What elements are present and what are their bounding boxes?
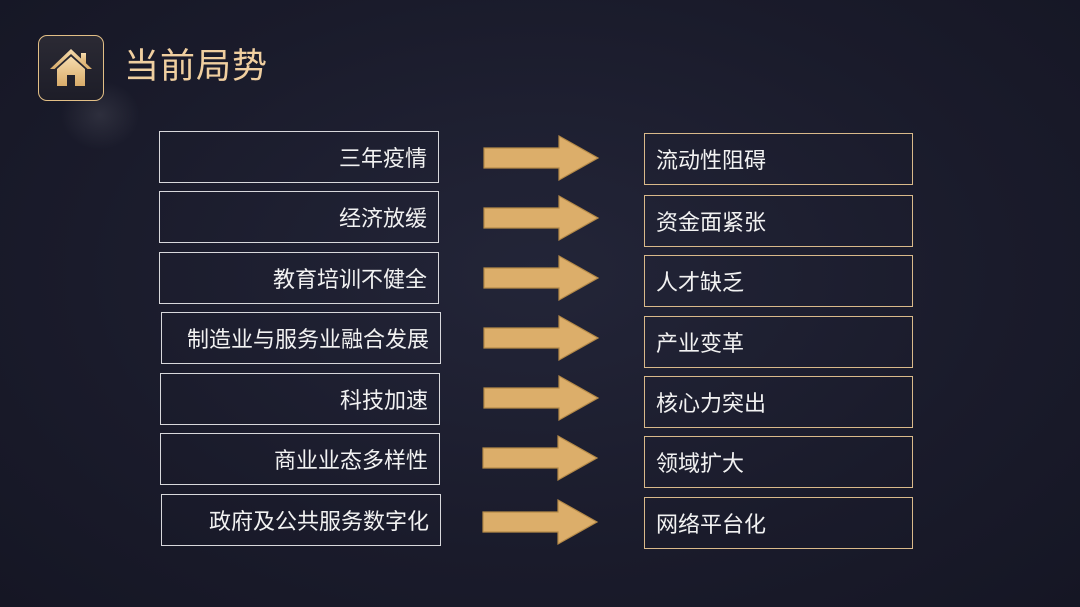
cause-label: 经济放缓 [338,207,427,232]
arrow-right-icon [483,254,600,302]
cause-box: 科技加速 [160,373,440,425]
effect-box: 流动性阻碍 [644,133,913,185]
arrow-right-icon [483,374,600,422]
cause-box: 三年疫情 [159,131,439,183]
effect-label: 资金面紧张 [656,211,767,236]
arrow-right-icon [483,134,600,182]
arrow-right-icon [483,314,600,362]
cause-label: 教育培训不健全 [272,268,427,293]
cause-label: 制造业与服务业融合发展 [186,328,429,353]
effect-box: 网络平台化 [644,497,913,549]
cause-box: 商业业态多样性 [160,433,440,485]
cause-box: 经济放缓 [159,191,439,243]
effect-box: 核心力突出 [644,376,913,428]
effect-label: 领域扩大 [656,452,745,477]
arrow-right-icon [483,194,600,242]
effect-box: 资金面紧张 [644,195,913,247]
home-icon [50,49,92,86]
effect-label: 网络平台化 [656,513,767,538]
cause-label: 科技加速 [339,389,428,414]
effect-box: 人才缺乏 [644,255,913,307]
cause-box: 制造业与服务业融合发展 [161,312,441,364]
effect-box: 产业变革 [644,316,913,368]
effect-label: 人才缺乏 [656,271,745,296]
arrow-right-icon [482,498,599,546]
cause-label: 三年疫情 [338,147,427,172]
effect-label: 流动性阻碍 [656,149,767,174]
arrow-right-icon [482,434,599,482]
cause-box: 教育培训不健全 [159,252,439,304]
effect-label: 核心力突出 [656,392,767,417]
effect-label: 产业变革 [656,332,745,357]
page-title: 当前局势 [124,47,269,87]
home-button[interactable] [38,35,104,101]
cause-label: 商业业态多样性 [273,449,428,474]
effect-box: 领域扩大 [644,436,913,488]
cause-label: 政府及公共服务数字化 [208,510,429,535]
cause-box: 政府及公共服务数字化 [161,494,441,546]
